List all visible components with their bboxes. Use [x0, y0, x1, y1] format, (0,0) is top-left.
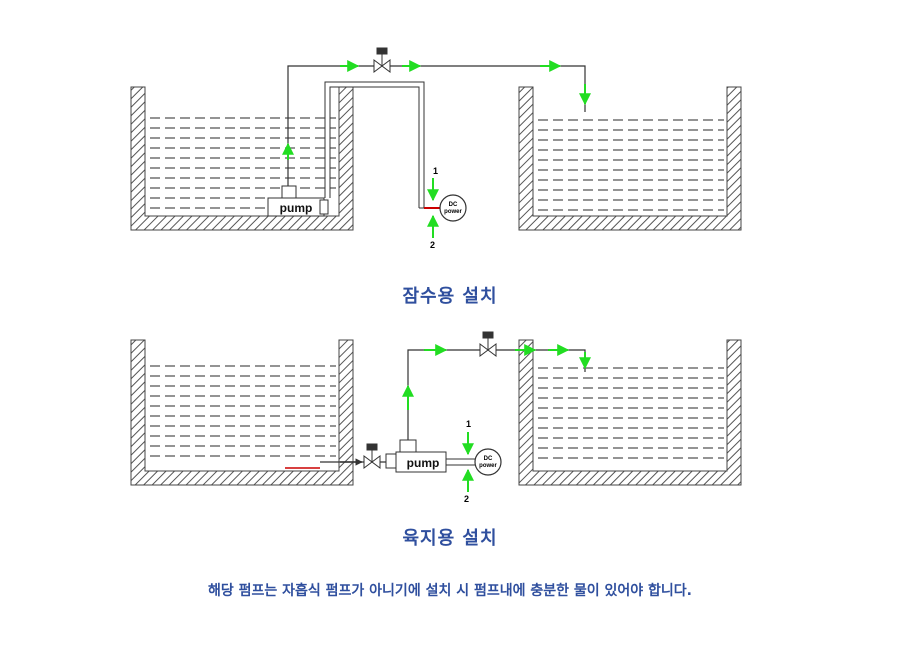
dc-power-source: DC power — [439, 194, 467, 222]
flow-arrows — [402, 344, 591, 492]
pump-label: pump — [407, 456, 440, 470]
valve-icon — [373, 47, 391, 73]
power-label: DC — [449, 202, 458, 208]
submersible-diagram: pump DC power 1 2 — [130, 47, 742, 250]
flow-arrows — [282, 60, 591, 238]
water-lines — [150, 365, 336, 457]
power-cable — [446, 458, 475, 466]
valve-icon — [479, 331, 497, 357]
water-lines — [150, 117, 336, 209]
dc-power-source: DC power — [474, 448, 502, 476]
land-caption: 육지용 설치 — [402, 528, 498, 549]
source-tank — [130, 339, 354, 486]
water-lines — [538, 119, 724, 211]
destination-tank — [518, 339, 742, 486]
wire-label-2: 2 — [430, 240, 435, 250]
pump: pump — [267, 185, 329, 217]
wire-label-2: 2 — [464, 494, 469, 504]
power-label: power — [479, 463, 497, 469]
inlet-valve-icon — [363, 443, 381, 469]
submersible-caption: 잠수용 설치 — [402, 286, 498, 307]
destination-tank — [518, 86, 742, 231]
source-tank — [130, 86, 354, 231]
power-label: DC — [484, 456, 493, 462]
pump-label: pump — [280, 201, 313, 215]
pump: pump — [385, 439, 447, 473]
land-diagram: pump DC power 1 2 — [130, 331, 742, 504]
installation-note: 해당 펌프는 자흡식 펌프가 아니기에 설치 시 펌프내에 충분한 물이 있어야… — [208, 583, 692, 599]
water-lines — [538, 367, 724, 459]
wire-label-1: 1 — [466, 419, 471, 429]
wire-label-1: 1 — [433, 166, 438, 176]
power-label: power — [444, 209, 462, 215]
outlet-pipe — [407, 349, 586, 440]
